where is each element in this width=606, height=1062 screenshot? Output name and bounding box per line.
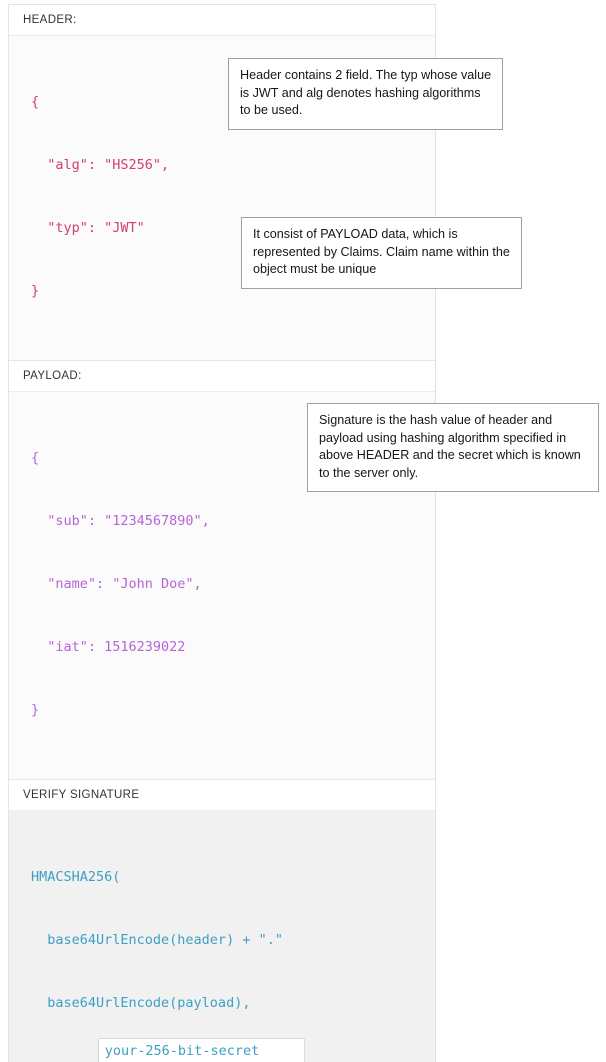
- signature-code-line: HMACSHA256(: [31, 869, 121, 885]
- payload-section-label: PAYLOAD:: [9, 361, 435, 392]
- signature-code-line: base64UrlEncode(header) + ".": [31, 932, 283, 948]
- payload-code-line: "sub": "1234567890",: [31, 513, 210, 529]
- header-section-label: HEADER:: [9, 5, 435, 36]
- payload-code-line: "iat": 1516239022: [31, 639, 186, 655]
- callout-header: Header contains 2 field. The typ whose v…: [228, 58, 503, 130]
- payload-code-line: {: [31, 450, 40, 466]
- header-code-line: {: [31, 94, 40, 110]
- signature-section: VERIFY SIGNATURE HMACSHA256( base64UrlEn…: [9, 780, 435, 1062]
- header-code-line: "alg": "HS256",: [31, 157, 170, 173]
- payload-code-line: }: [31, 702, 40, 718]
- secret-input[interactable]: your-256-bit-secret: [97, 1038, 305, 1062]
- callout-payload: It consist of PAYLOAD data, which is rep…: [241, 217, 522, 289]
- header-code-line: }: [31, 283, 40, 299]
- header-code-line: "typ": "JWT": [31, 220, 145, 236]
- signature-code-block[interactable]: HMACSHA256( base64UrlEncode(header) + ".…: [9, 811, 435, 1062]
- payload-code-line: "name": "John Doe",: [31, 576, 202, 592]
- header-code-block[interactable]: { "alg": "HS256", "typ": "JWT" }: [9, 36, 435, 360]
- signature-code-line: base64UrlEncode(payload),: [31, 995, 251, 1011]
- header-section: HEADER: { "alg": "HS256", "typ": "JWT" }: [9, 5, 435, 361]
- callout-signature: Signature is the hash value of header an…: [307, 403, 599, 492]
- jwt-decoder-panel: HEADER: { "alg": "HS256", "typ": "JWT" }…: [8, 4, 436, 1062]
- signature-section-label: VERIFY SIGNATURE: [9, 780, 435, 811]
